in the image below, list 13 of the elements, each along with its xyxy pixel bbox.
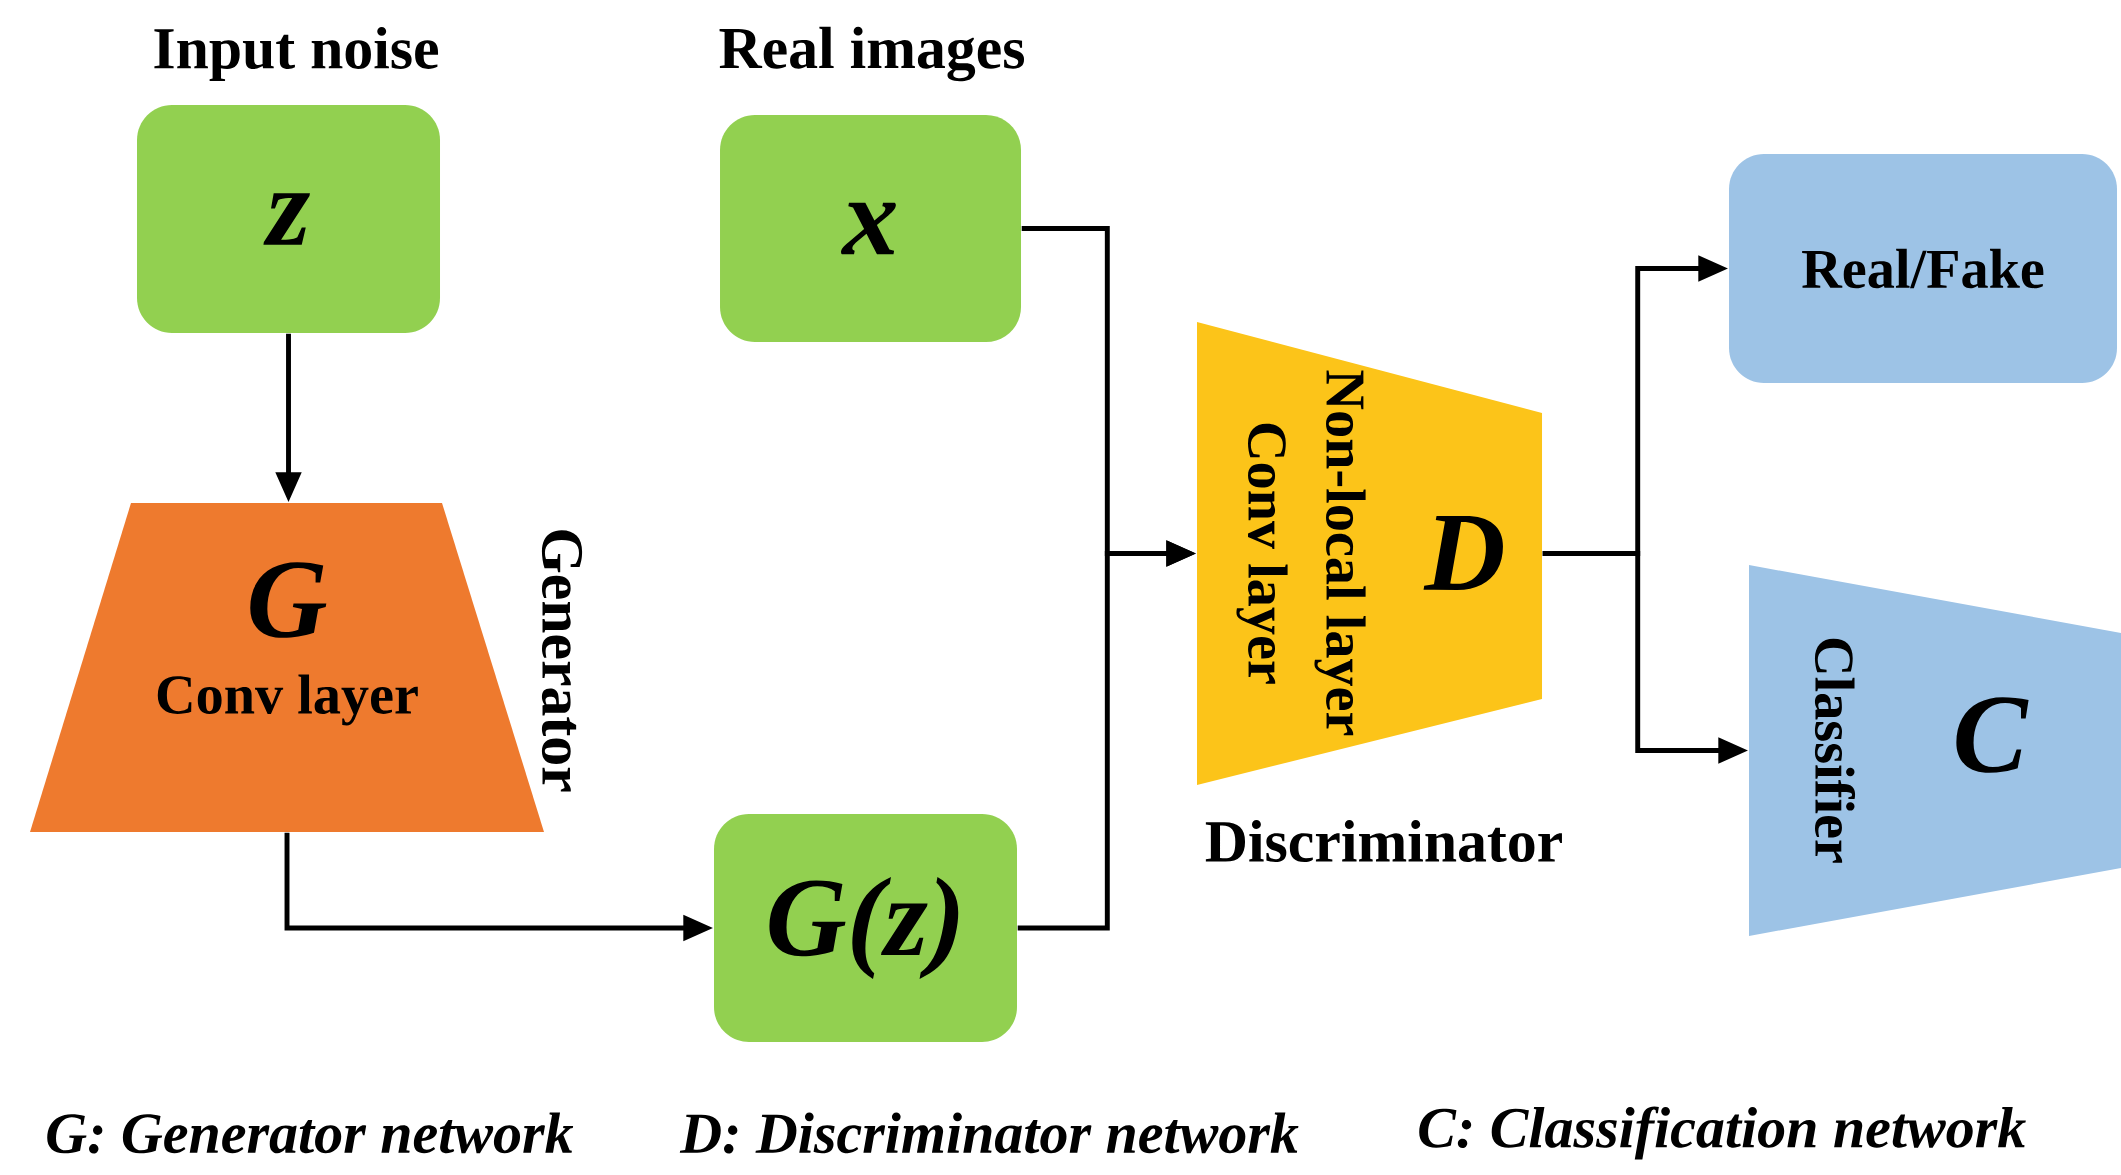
rounded-box: G(z): [714, 814, 1017, 1042]
rounded-box: Real/Fake: [1729, 154, 2117, 383]
legend-note: G: Generator network: [47, 1112, 574, 1154]
legend-note: D: Discriminator network: [679, 1112, 1299, 1154]
rounded-box: x: [720, 115, 1021, 342]
heading: Input noise: [154, 26, 439, 82]
legend-note: C: Classification network: [1419, 1106, 2026, 1160]
block-caption: Discriminator: [1205, 819, 1562, 863]
classifier-trapezoid: Classifier C: [1749, 565, 2121, 936]
heading: Real images: [719, 26, 1025, 82]
discriminator-trapezoid: Conv layer Non-local layer D: [1197, 322, 1542, 785]
rounded-box: z: [137, 105, 440, 333]
block-caption: Generator: [541, 530, 583, 792]
